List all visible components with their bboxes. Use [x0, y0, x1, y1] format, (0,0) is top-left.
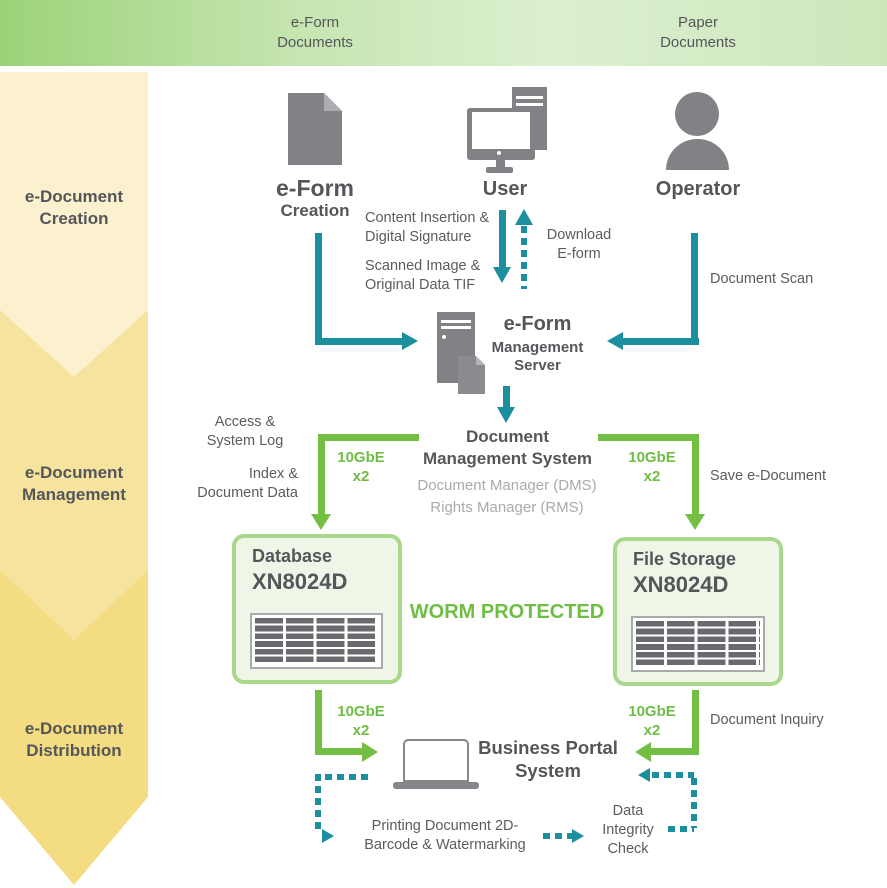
arrow-db-portal-horizontal [315, 748, 363, 755]
arrow-operator-horizontal [623, 338, 699, 345]
link-speed-text: 10GbE [337, 449, 385, 466]
arrow-integrity-portal-head [638, 768, 650, 782]
link-speed-text: 10GbE [628, 703, 676, 720]
dms-title: Document Management System [422, 427, 593, 469]
arrow-integrity-portal-top [652, 772, 694, 778]
arrow-db-head [311, 514, 331, 530]
arrow-operator-vertical [691, 233, 698, 345]
label-document-scan: Document Scan [710, 271, 814, 287]
database-model: XN8024D [252, 569, 348, 594]
arrow-operator-head [607, 332, 623, 350]
arrow-fs-horizontal [598, 434, 699, 441]
link-speed-text: 10GbE [628, 449, 676, 466]
arrow-server-down [503, 386, 510, 408]
label-content-insertion: Content Insertion & Digital Signature [365, 210, 490, 245]
business-portal-label: Business Portal System [478, 737, 618, 782]
server-dot [442, 335, 446, 339]
label-access-system-log: Access & System Log [206, 414, 284, 449]
label-data-integrity-check: Data Integrity Check [602, 803, 654, 857]
stage-chevron-creation [0, 72, 148, 377]
header-bar [0, 0, 887, 66]
arrow-db-portal-vertical [315, 690, 322, 755]
label-index-document-data: Index & Document Data [197, 466, 298, 501]
arrow-fs-portal-vertical [692, 690, 699, 755]
storage-rack-icon [250, 613, 383, 669]
storage-rack-icon [631, 616, 765, 672]
document-fold-icon [324, 93, 342, 111]
arrow-user-down [499, 210, 506, 269]
arrow-portal-print-head [322, 829, 334, 843]
monitor-base [486, 167, 513, 173]
tower-stripe [516, 96, 543, 99]
arrow-portal-print-horizontal [325, 774, 373, 780]
file-storage-box: File Storage XN8024D [613, 537, 783, 686]
server-line2: Management [491, 339, 584, 356]
label-printing-watermarking: Printing Document 2D- Barcode & Watermar… [364, 818, 526, 853]
laptop-base [393, 782, 479, 789]
arrow-print-integrity-head [572, 829, 584, 843]
file-storage-model: XN8024D [633, 572, 729, 597]
sidebar-item-e-document-distribution: e-Document Distribution [24, 719, 124, 761]
arrow-eform-vertical [315, 233, 322, 345]
arrow-fs-portal-horizontal [651, 748, 699, 755]
tower-stripe [516, 103, 543, 106]
server-document-fold [476, 356, 485, 365]
rack-slats [636, 621, 760, 667]
arrow-integrity-portal-vertical [691, 778, 697, 828]
arrow-eform-head [402, 332, 418, 350]
rack-slats [255, 618, 378, 664]
server-title: e-Form [503, 313, 572, 335]
arrow-db-vertical [318, 434, 325, 516]
link-count-text: x2 [352, 721, 370, 739]
arrow-db-portal-head [362, 742, 378, 762]
person-body [666, 139, 729, 170]
monitor-screen [472, 112, 530, 149]
sidebar-item-e-document-management: e-Document Management [22, 463, 126, 505]
header-tab-eform-documents: e-Form Documents [277, 14, 353, 52]
arrow-download-dashed [521, 226, 527, 289]
arrow-print-integrity-dash [543, 833, 573, 839]
arrow-portal-print-vertical [315, 774, 321, 830]
database-box: Database XN8024D [232, 534, 402, 684]
link-count-text: x2 [352, 467, 370, 485]
operator-label: Operator [655, 178, 741, 200]
server-stripe [441, 320, 471, 323]
file-storage-name: File Storage [633, 549, 737, 569]
arrow-user-down-head [493, 267, 511, 283]
link-speed-text: 10GbE [337, 703, 385, 720]
dms-sub-rms: Rights Manager (RMS) [430, 499, 584, 516]
database-name: Database [252, 546, 333, 566]
label-download-eform: Download E-form [546, 227, 612, 262]
label-save-edocument: Save e-Document [710, 468, 827, 484]
sidebar-item-e-document-creation: e-Document Creation [24, 187, 124, 229]
monitor-stand [496, 160, 505, 167]
link-count-text: x2 [643, 721, 661, 739]
label-scanned-image: Scanned Image & Original Data TIF [365, 258, 481, 293]
server-stripe [441, 326, 471, 329]
laptop-screen [403, 739, 469, 782]
arrow-eform-horizontal [315, 338, 403, 345]
monitor-dot [497, 151, 501, 155]
header-tab-paper-documents: Paper Documents [660, 14, 736, 52]
label-document-inquiry: Document Inquiry [710, 712, 824, 728]
person-head [675, 92, 719, 136]
worm-protected-label: WORM PROTECTED [409, 601, 605, 623]
user-label: User [482, 178, 528, 200]
arrow-server-down-head [497, 407, 515, 423]
eform-creation-subtitle: Creation [280, 201, 350, 220]
arrow-download-up-head [515, 209, 533, 225]
arrow-integrity-portal-low [668, 826, 694, 832]
arrow-fs-vertical [692, 434, 699, 516]
arrow-fs-head [685, 514, 705, 530]
arrow-db-horizontal [318, 434, 419, 441]
link-count-text: x2 [643, 467, 661, 485]
arrow-fs-portal-head [635, 742, 651, 762]
eform-creation-title: e-Form [276, 175, 354, 201]
dms-sub-dms: Document Manager (DMS) [417, 477, 597, 494]
server-line3: Server [514, 357, 561, 374]
